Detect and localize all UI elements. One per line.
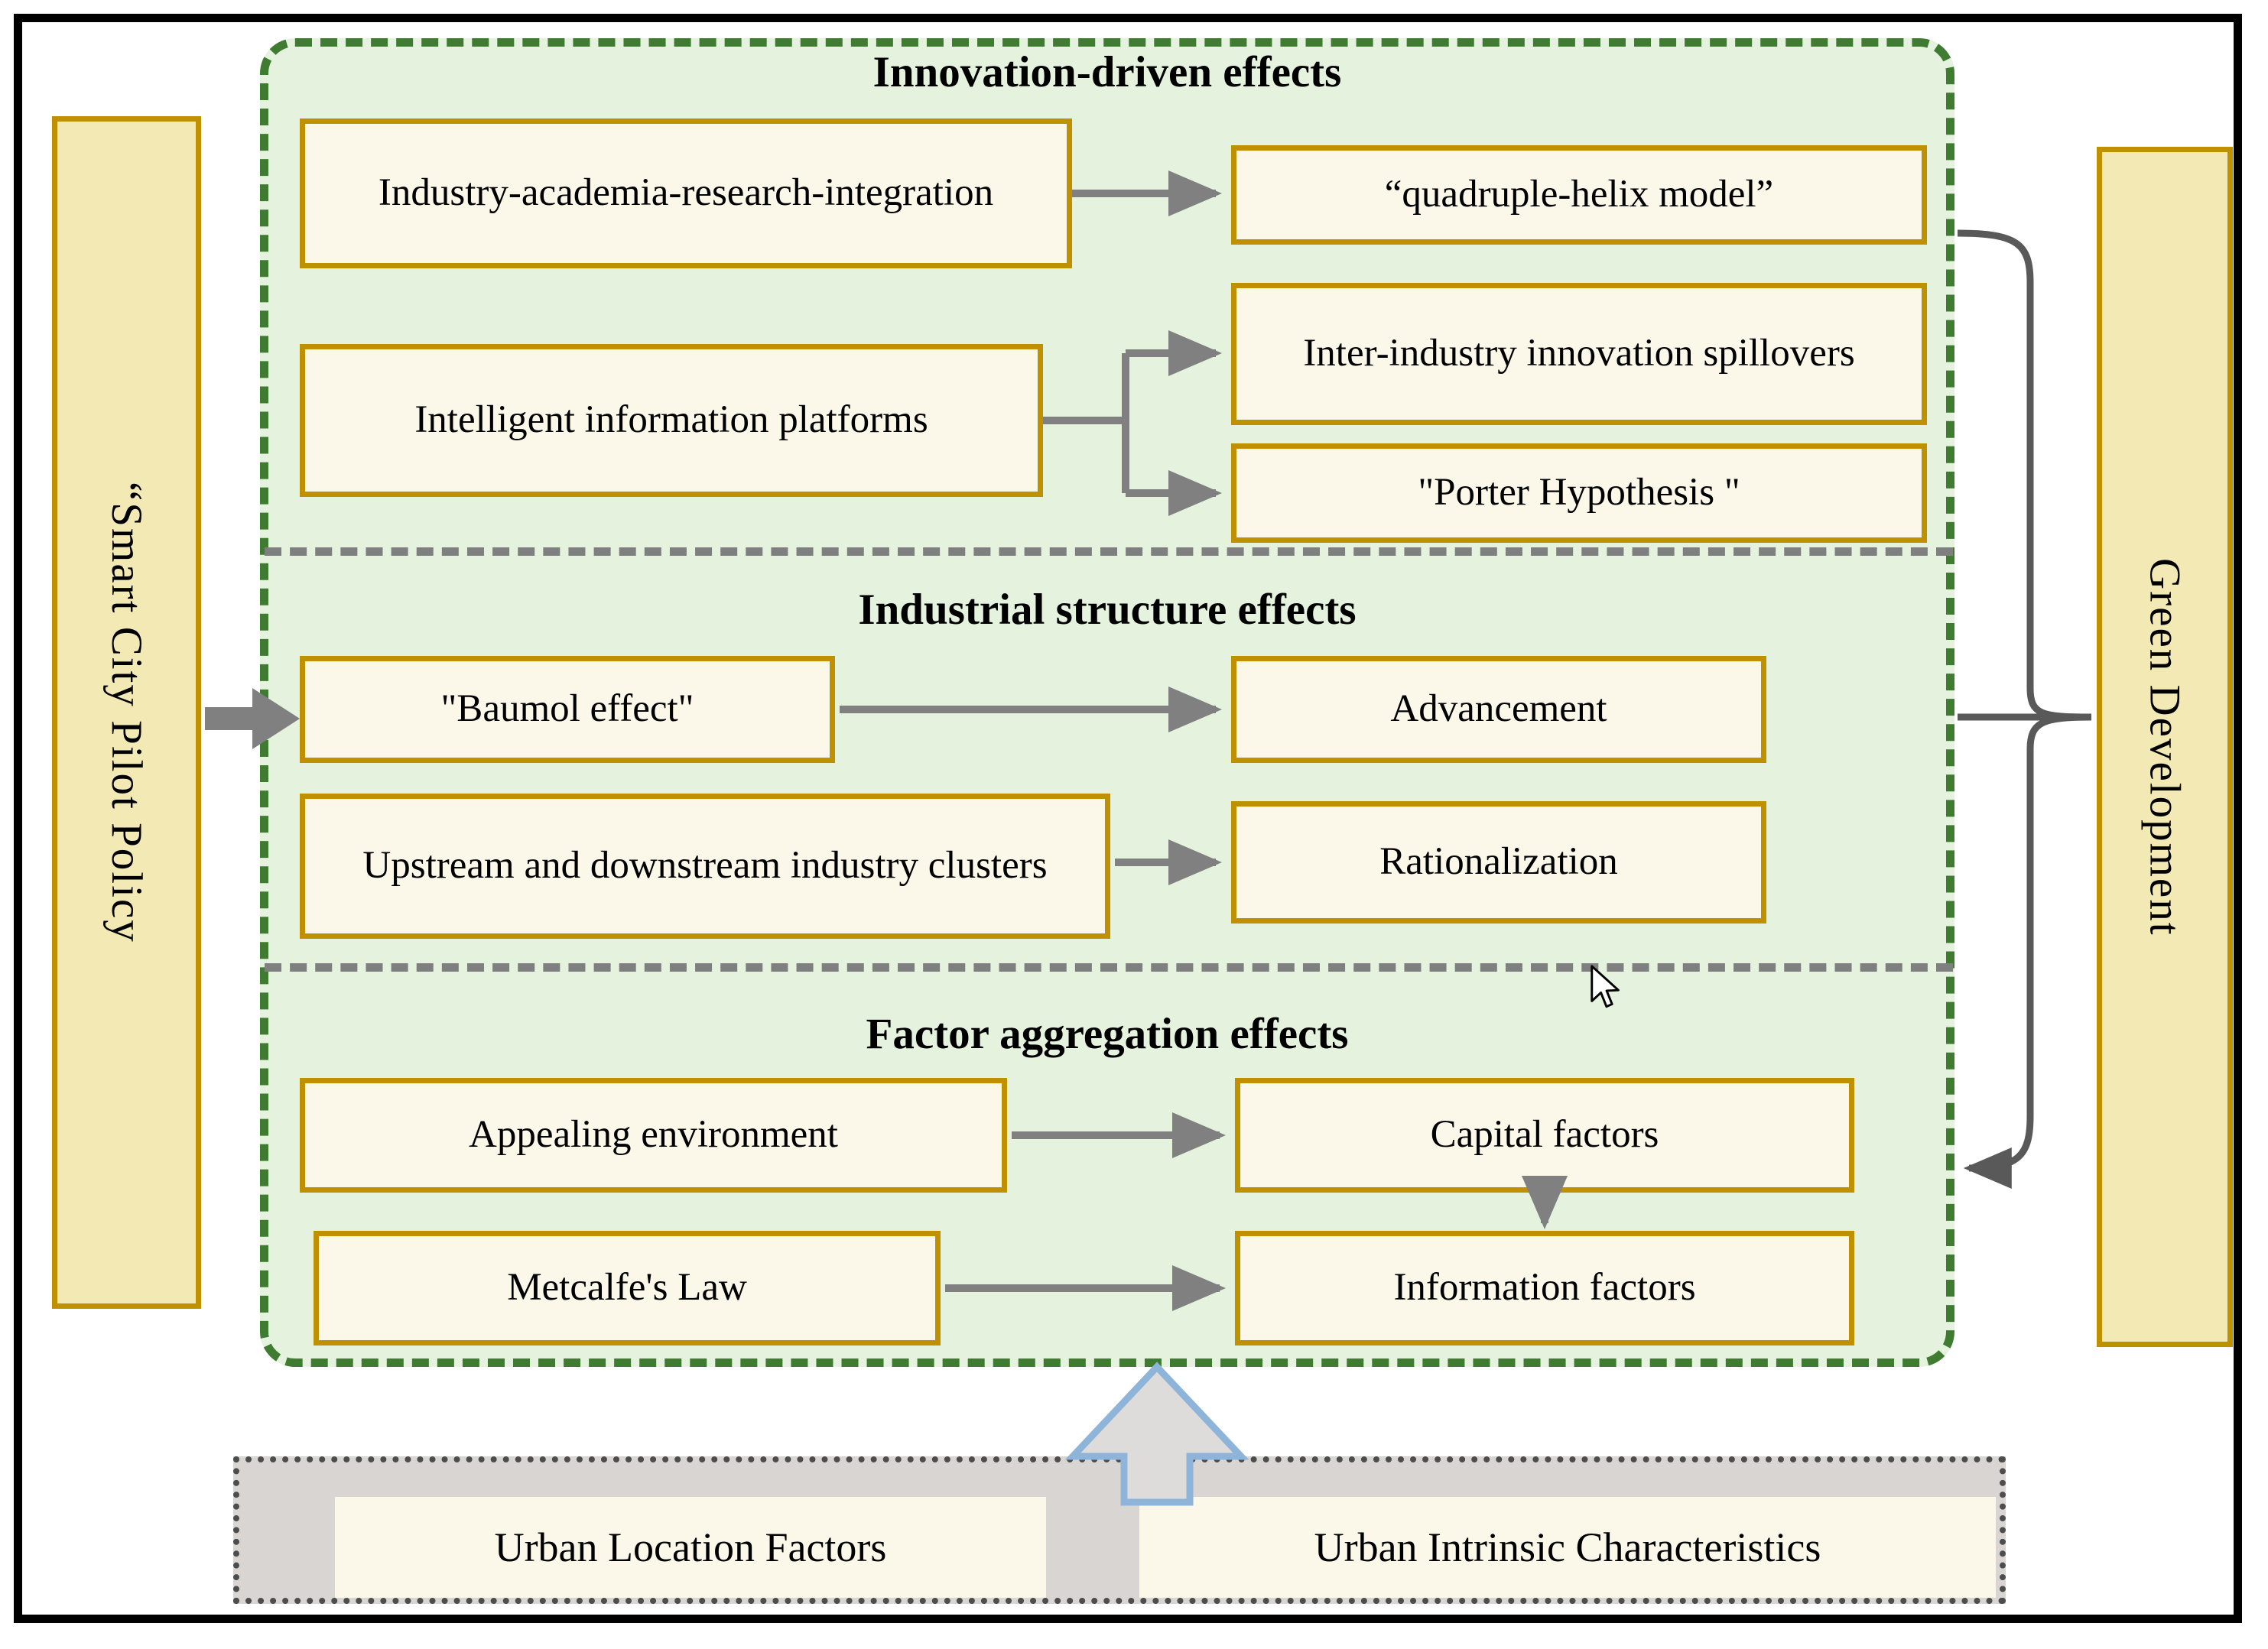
section-title-innovation: Innovation-driven effects (872, 48, 1342, 96)
policy-pillar-left[interactable]: “Smart City Pilot Policy (52, 116, 201, 1309)
node-intelligent-information-platforms[interactable]: Intelligent information platforms (300, 344, 1043, 497)
green-development-pillar-right[interactable]: Green Development (2097, 147, 2233, 1347)
node-baumol-effect[interactable]: "Baumol effect" (300, 656, 835, 763)
section-title-structure: Industrial structure effects (858, 586, 1357, 634)
section-divider-1 (265, 547, 1953, 556)
node-rationalization[interactable]: Rationalization (1231, 801, 1766, 924)
node-inter-industry-innovation-spillovers[interactable]: Inter-industry innovation spillovers (1231, 283, 1927, 425)
node-porter-hypothesis[interactable]: "Porter Hypothesis " (1231, 443, 1927, 543)
outer-frame (14, 14, 2242, 1623)
node-urban-intrinsic-characteristics[interactable]: Urban Intrinsic Characteristics (1139, 1497, 1996, 1598)
green-development-label: Green Development (2140, 557, 2189, 936)
node-urban-location-factors[interactable]: Urban Location Factors (335, 1497, 1046, 1598)
node-information-factors[interactable]: Information factors (1235, 1231, 1854, 1345)
node-quadruple-helix-model[interactable]: “quadruple-helix model” (1231, 145, 1927, 245)
section-title-factor: Factor aggregation effects (866, 1010, 1349, 1058)
node-industry-academia-research-integration[interactable]: Industry-academia-research-integration (300, 118, 1072, 268)
node-upstream-downstream-industry-clusters[interactable]: Upstream and downstream industry cluster… (300, 794, 1110, 939)
node-capital-factors[interactable]: Capital factors (1235, 1078, 1854, 1193)
node-advancement[interactable]: Advancement (1231, 656, 1766, 763)
node-appealing-environment[interactable]: Appealing environment (300, 1078, 1007, 1193)
node-metcalfes-law[interactable]: Metcalfe's Law (314, 1231, 941, 1345)
section-divider-2 (265, 963, 1953, 972)
mouse-pointer-icon (1591, 965, 1620, 1008)
policy-pillar-label: “Smart City Pilot Policy (102, 482, 151, 943)
